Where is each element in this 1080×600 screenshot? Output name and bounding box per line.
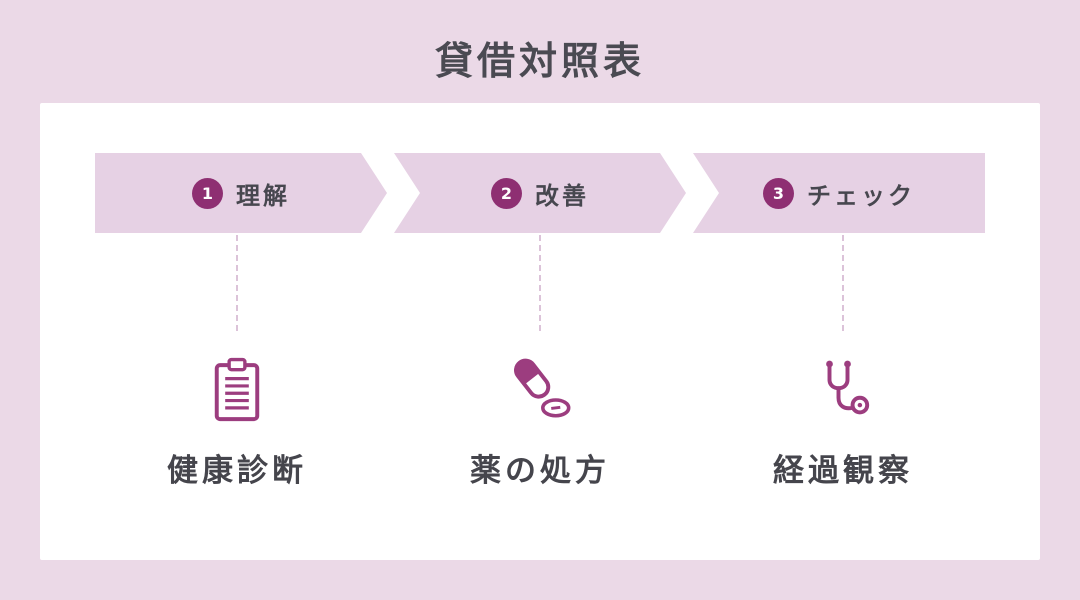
caption-2: 薬の処方 — [470, 453, 610, 489]
process-step-1: 1 理解 — [95, 153, 387, 233]
stethoscope-icon — [807, 353, 879, 429]
step-1-number-badge: 1 — [192, 178, 223, 209]
page-title: 貸借対照表 — [434, 39, 645, 83]
connector-line-1 — [236, 235, 238, 331]
caption-3: 経過観察 — [773, 453, 913, 489]
pill-icon — [504, 353, 576, 429]
step-1-label: 理解 — [236, 181, 290, 210]
step-2-label: 改善 — [535, 181, 589, 210]
process-bar: 1 理解 2 改善 3 チェック — [95, 153, 985, 233]
caption-1: 健康診断 — [167, 453, 307, 489]
step-3-label: チェック — [807, 181, 915, 210]
step-2-number-badge: 2 — [491, 178, 522, 209]
detail-column-3: 経過観察 — [713, 235, 973, 490]
step-3-number-badge: 3 — [763, 177, 794, 209]
detail-column-2: 薬の処方 — [410, 235, 670, 490]
process-step-2: 2 改善 — [394, 153, 686, 233]
connector-line-3 — [842, 235, 844, 331]
process-step-3: 3 チェック — [693, 153, 985, 233]
clipboard-icon — [201, 353, 273, 429]
detail-column-1: 健康診断 — [107, 235, 367, 490]
connector-line-2 — [539, 235, 541, 331]
content-card: 1 理解 2 改善 3 チェック — [40, 103, 1040, 560]
